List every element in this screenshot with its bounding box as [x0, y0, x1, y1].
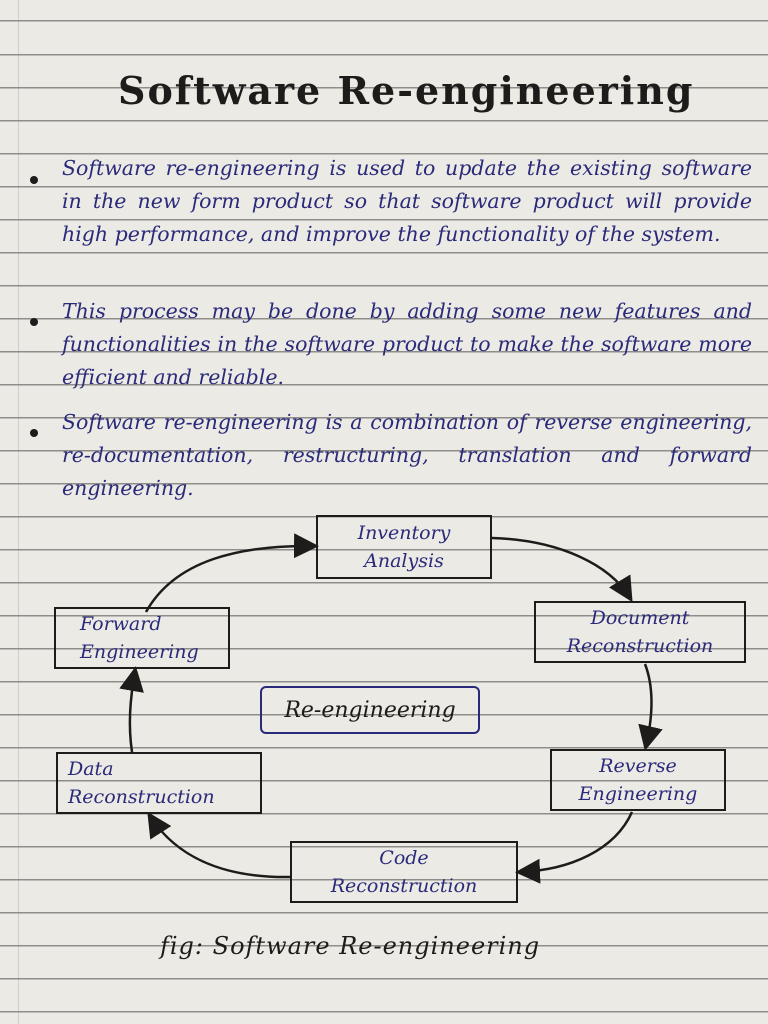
bullet-dot	[30, 429, 38, 437]
node-label: Reconstruction	[68, 786, 215, 808]
node-label: Code	[379, 847, 429, 869]
node-document-reconstruction: Document Reconstruction	[534, 601, 746, 663]
bullet-text: Software re-engineering is used to updat…	[62, 156, 752, 246]
node-label: Data	[68, 758, 114, 780]
node-label: Forward	[80, 613, 162, 635]
bullet-dot	[30, 318, 38, 326]
node-label: Inventory	[357, 522, 451, 544]
node-reverse-engineering: Reverse Engineering	[550, 749, 726, 811]
arrow-data-to-forward	[119, 666, 144, 753]
arrow-document-to-reverse	[638, 663, 663, 751]
figure-caption: fig: Software Re-engineering	[160, 932, 541, 960]
arrow-code-to-data	[147, 811, 291, 879]
bullet-text: This process may be done by adding some …	[62, 299, 752, 389]
node-label: Engineering	[80, 641, 199, 663]
arrow-reverse-to-code	[515, 811, 634, 884]
node-label: Reconstruction	[566, 635, 714, 657]
node-label: Engineering	[578, 783, 698, 805]
page-margin-line	[18, 0, 19, 1024]
node-forward-engineering: Forward Engineering	[54, 607, 230, 669]
bullet-text: Software re-engineering is a combination…	[62, 410, 752, 500]
node-data-reconstruction: Data Reconstruction	[56, 752, 262, 814]
node-label: Document	[590, 607, 690, 629]
node-inventory-analysis: Inventory Analysis	[316, 515, 492, 579]
page-title: Software Re-engineering	[118, 68, 695, 113]
node-code-reconstruction: Code Reconstruction	[290, 841, 518, 903]
node-label: Reverse	[599, 755, 677, 777]
arrow-inventory-to-document	[491, 536, 633, 603]
node-label: Reconstruction	[330, 875, 478, 897]
node-label: Analysis	[364, 550, 444, 572]
arrow-forward-to-inventory	[144, 533, 319, 613]
bullet-dot	[30, 176, 38, 184]
center-reengineering-label: Re-engineering	[260, 686, 480, 734]
